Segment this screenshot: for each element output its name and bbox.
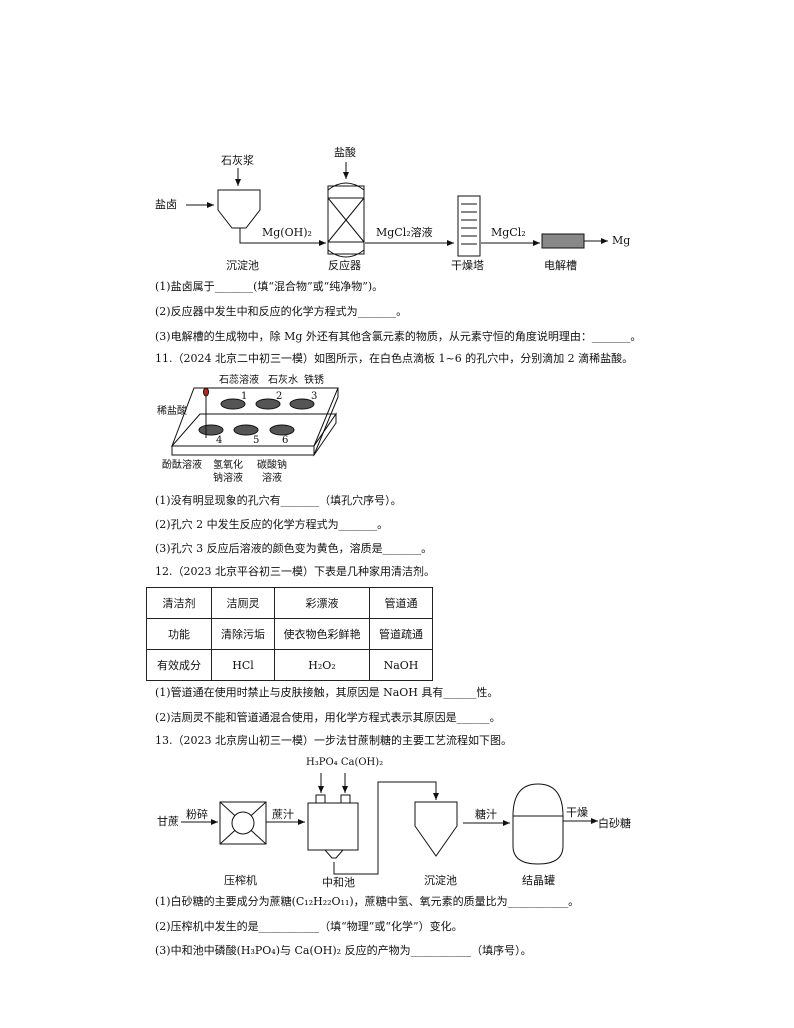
reagent-lime-label: 石灰浆: [221, 154, 254, 167]
hole1-litmus-label: 石蕊溶液: [219, 375, 259, 386]
table-cell: 清除污垢: [211, 618, 275, 650]
hole5-naoh-label-line2: 钠溶液: [213, 473, 243, 484]
hole-number-3: 3: [311, 391, 318, 402]
q12-part2: (2)洁厕灵不能和管道通混合使用，用化学方程式表示其原因是______。: [155, 711, 501, 724]
arrow-mgcl2-label: MgCl₂: [491, 226, 526, 239]
output-mg-label: Mg: [612, 234, 631, 247]
unit-electrolytic-cell: 电解槽: [544, 259, 577, 272]
settling-tank-1: [217, 189, 261, 229]
crystallizer: [512, 783, 564, 865]
dropper-acid-label: 稀盐酸: [157, 406, 187, 417]
q13-part1: (1)白砂糖的主要成分为蔗糖(C₁₂H₂₂O₁₁)，蔗糖中氢、氧元素的质量比为_…: [155, 895, 580, 908]
table-row: 有效成分 HCl H₂O₂ NaOH: [146, 649, 433, 681]
table-cell: 管道疏通: [369, 618, 433, 650]
hole-number-1: 1: [241, 391, 248, 402]
dry-step-label: 干燥: [566, 806, 588, 819]
q12-stem: 12.（2023 北京平谷初三一模）下表是几种家用清洁剂。: [155, 565, 435, 578]
table-cell: 清洁剂: [146, 587, 212, 619]
settling-tank-2: [414, 801, 458, 857]
reagent-acid-label: 盐酸: [334, 146, 356, 159]
unit-crystallizer: 结晶罐: [522, 874, 555, 887]
table-row: 清洁剂 洁厕灵 彩漂液 管道通: [146, 587, 433, 619]
table-cell: NaOH: [369, 649, 433, 681]
q13-stem: 13.（2023 北京房山初三一模）一步法甘蔗制糖的主要工艺流程如下图。: [155, 734, 512, 747]
table-cell: 洁厕灵: [211, 587, 275, 619]
cleaner-table: 清洁剂 洁厕灵 彩漂液 管道通 功能 清除污垢 使衣物色彩鲜艳 管道疏通 有效成…: [146, 587, 433, 681]
q13-part3: (3)中和池中磷酸(H₃PO₄)与 Ca(OH)₂ 反应的产物为________…: [155, 944, 532, 957]
table-cell: H₂O₂: [274, 649, 370, 681]
dropper: [203, 387, 209, 438]
q11-part2: (2)孔穴 2 中发生反应的化学方程式为_______。: [155, 518, 389, 531]
output-white-sugar-label: 白砂糖: [598, 817, 631, 830]
crush-step-label: 粉碎: [186, 808, 208, 821]
neutralization-tank: [307, 794, 359, 859]
process-arrows-1: [186, 162, 608, 246]
input-sugarcane-label: 甘蔗: [157, 815, 179, 828]
q12-part1: (1)管道通在使用时禁止与皮肤接触，其原因是 NaOH 具有______性。: [155, 686, 499, 699]
hole6-na2co3-label-line2: 溶液: [262, 473, 282, 484]
arrow-mgoh2-label: Mg(OH)₂: [262, 226, 312, 239]
hole3-rust-label: 铁锈: [304, 375, 324, 386]
unit-press: 压榨机: [224, 874, 257, 887]
unit-settling-tank-2: 沉淀池: [424, 874, 457, 887]
unit-neutralization-tank: 中和池: [322, 876, 355, 889]
q10-part1: (1)盐卤属于_______(填“混合物”或“纯净物”)。: [155, 280, 384, 293]
table-cell: HCl: [211, 649, 275, 681]
unit-drying-tower: 干燥塔: [451, 259, 484, 272]
table-cell: 使衣物色彩鲜艳: [274, 618, 370, 650]
hole4-phenolphthalein-label: 酚酞溶液: [162, 460, 202, 471]
juice-label: 蔗汁: [272, 808, 294, 821]
drying-tower: [457, 195, 481, 257]
hole-number-4: 4: [216, 435, 223, 446]
q11-part3: (3)孔穴 3 反应后溶液的颜色变为黄色，溶质是_______。: [155, 542, 433, 555]
q13-part2: (2)压榨机中发生的是___________（填“物理”或“化学”）变化。: [155, 920, 463, 933]
table-row: 功能 清除污垢 使衣物色彩鲜艳 管道疏通: [146, 618, 433, 650]
q10-part3: (3)电解槽的生成物中，除 Mg 外还有其他含氯元素的物质，从元素守恒的角度说明…: [155, 330, 642, 343]
unit-settling-tank: 沉淀池: [226, 259, 259, 272]
hole-number-2: 2: [276, 391, 283, 402]
hole5-naoh-label-line1: 氢氧化: [213, 460, 243, 471]
press-machine: [219, 801, 267, 845]
arrow-mgcl2-solution-label: MgCl₂溶液: [376, 226, 433, 239]
table-cell: 彩漂液: [274, 587, 370, 619]
syrup-label: 糖汁: [475, 808, 497, 821]
table-cell: 功能: [146, 618, 212, 650]
q10-part2: (2)反应器中发生中和反应的化学方程式为_______。: [155, 305, 408, 318]
q11-stem: 11.（2024 北京二中初三一模）如图所示，在白色点滴板 1~6 的孔穴中，分…: [155, 352, 634, 365]
unit-reactor: 反应器: [328, 259, 361, 272]
sugar-process-arrows: [181, 773, 598, 875]
table-cell: 有效成分: [146, 649, 212, 681]
q11-part1: (1)没有明显现象的孔穴有_______（填孔穴序号）。: [155, 494, 402, 507]
hole6-na2co3-label-line1: 碳酸钠: [257, 460, 287, 471]
hole-number-6: 6: [282, 435, 289, 446]
reactor-vessel: [327, 182, 365, 258]
table-cell: 管道通: [369, 587, 433, 619]
hole2-limewater-label: 石灰水: [268, 375, 298, 386]
electrolytic-cell: [541, 233, 585, 249]
reagents-label: H₃PO₄ Ca(OH)₂: [306, 757, 384, 768]
hole-number-5: 5: [253, 435, 260, 446]
spot-plate-outline: [171, 387, 339, 456]
input-brine-label: 盐卤: [155, 198, 177, 211]
